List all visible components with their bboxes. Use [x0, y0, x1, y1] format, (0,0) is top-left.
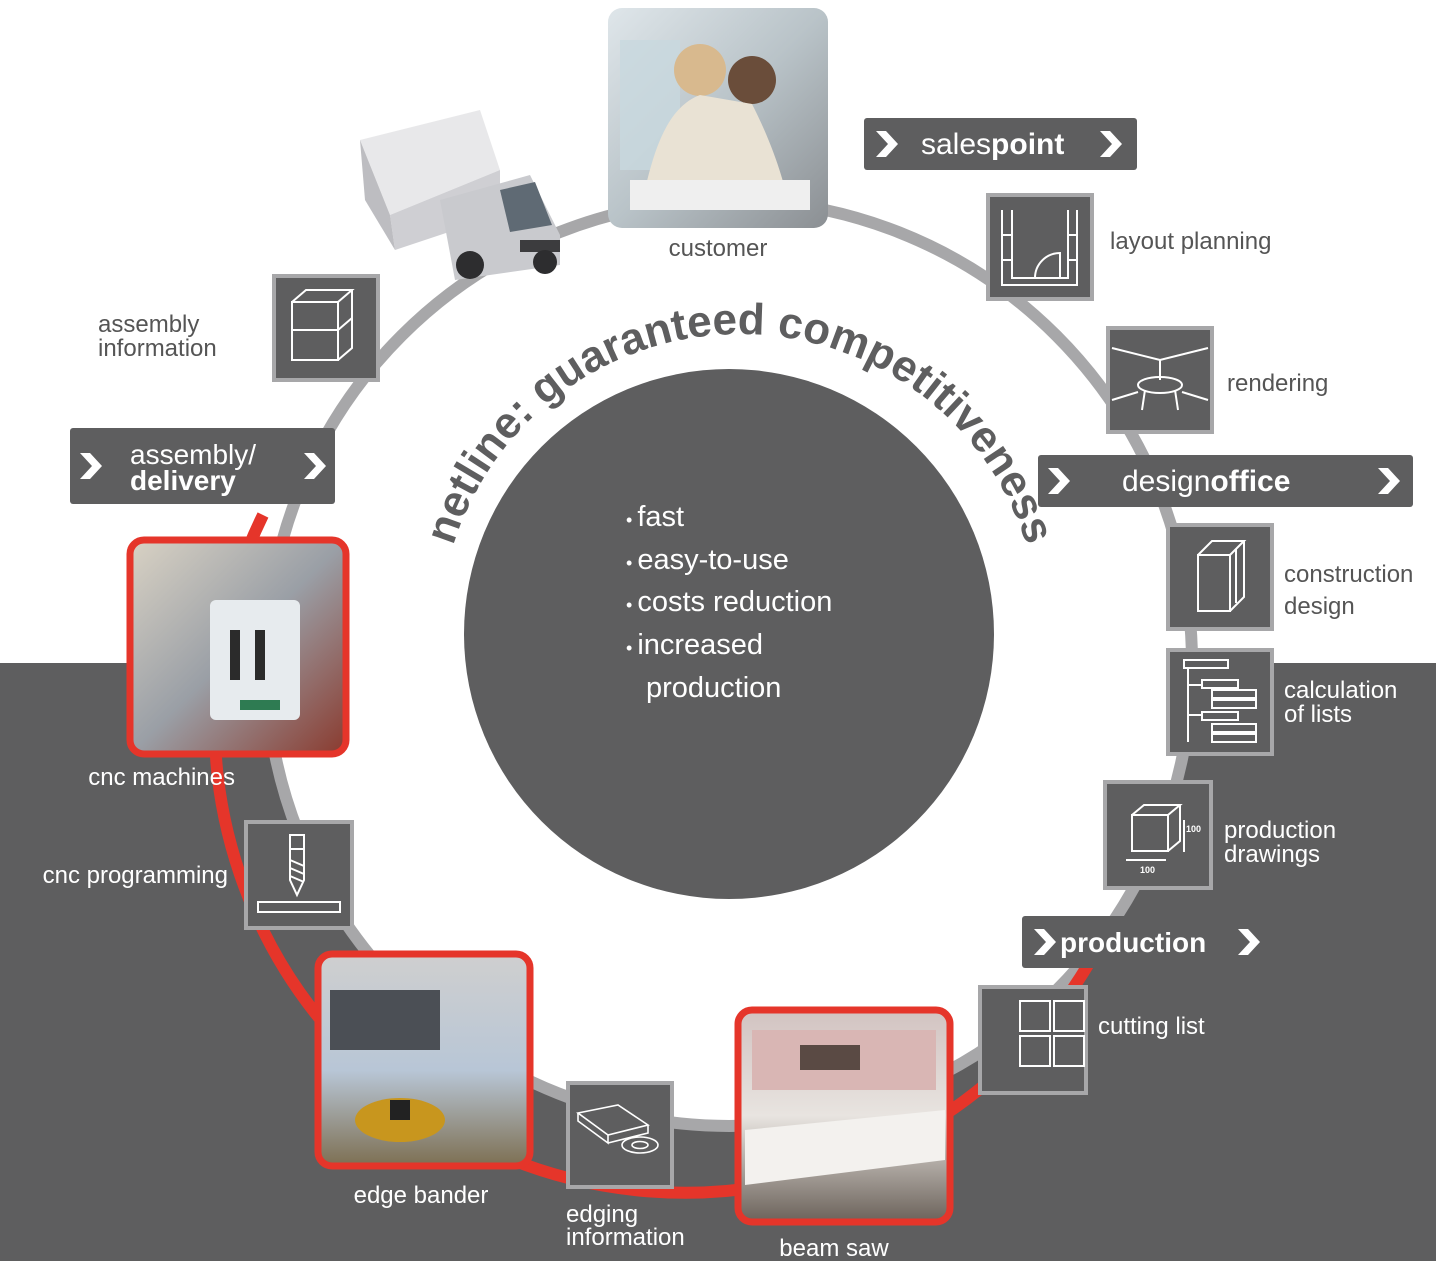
svg-text:assembly/: assembly/ — [130, 439, 256, 470]
beam-saw-photo — [734, 1006, 954, 1226]
label-layout-planning: layout planning — [1110, 228, 1271, 255]
label-cutting-list: cutting list — [1098, 1013, 1205, 1040]
bullet-easy: • easy-to-use — [626, 544, 789, 576]
label-calculation: calculation — [1284, 677, 1397, 704]
label-rendering: rendering — [1227, 370, 1328, 397]
bullet-list: • fast • easy-to-use • costs reduction •… — [626, 501, 832, 704]
construction-design-icon — [1166, 523, 1274, 631]
banner-designoffice: designoffice — [1038, 455, 1413, 507]
label-design: design — [1284, 593, 1355, 620]
assembly-information-icon — [272, 274, 380, 382]
rendering-icon — [1106, 326, 1214, 434]
cnc-machines-photo — [126, 536, 350, 758]
label-production: production — [1224, 817, 1336, 844]
label-assembly-information: information — [98, 335, 217, 362]
bullet-costs: • costs reduction — [626, 586, 832, 618]
customer-photo — [608, 8, 828, 228]
layout-planning-icon — [986, 193, 1094, 301]
bullet-increased: • increased — [626, 629, 763, 661]
label-cnc-programming: cnc programming — [43, 862, 228, 889]
label-drawings: drawings — [1224, 841, 1320, 868]
label-beam-saw: beam saw — [779, 1235, 889, 1261]
label-cnc-machines: cnc machines — [88, 764, 235, 791]
label-edge-bander: edge bander — [354, 1182, 489, 1209]
svg-text:salespoint: salespoint — [921, 128, 1064, 161]
svg-text:delivery: delivery — [130, 465, 236, 496]
svg-text:production: production — [1060, 927, 1206, 958]
truck-photo — [360, 110, 560, 280]
banner-production: production — [1022, 916, 1262, 968]
label-information: information — [566, 1224, 685, 1251]
label-assembly: assembly — [98, 311, 199, 338]
label-edging: edging — [566, 1201, 638, 1228]
center-disc — [464, 369, 994, 899]
banner-salespoint: salespoint — [864, 118, 1137, 170]
svg-text:100: 100 — [1140, 865, 1155, 875]
banner-assembly-delivery: assembly/ delivery — [70, 428, 335, 504]
edging-information-icon — [566, 1081, 674, 1189]
label-customer: customer — [669, 235, 768, 262]
svg-text:designoffice: designoffice — [1122, 465, 1290, 498]
cnc-programming-icon — [244, 820, 354, 930]
edge-bander-photo — [314, 950, 534, 1170]
bullet-fast: • fast — [626, 501, 684, 533]
production-drawings-icon: 100 100 — [1103, 780, 1213, 890]
svg-text:100: 100 — [1186, 824, 1201, 834]
label-construction: construction — [1284, 561, 1413, 588]
bullet-production: production — [646, 672, 781, 704]
label-of-lists: of lists — [1284, 701, 1352, 728]
calculation-of-lists-icon — [1166, 648, 1274, 756]
cutting-list-icon — [978, 985, 1088, 1095]
